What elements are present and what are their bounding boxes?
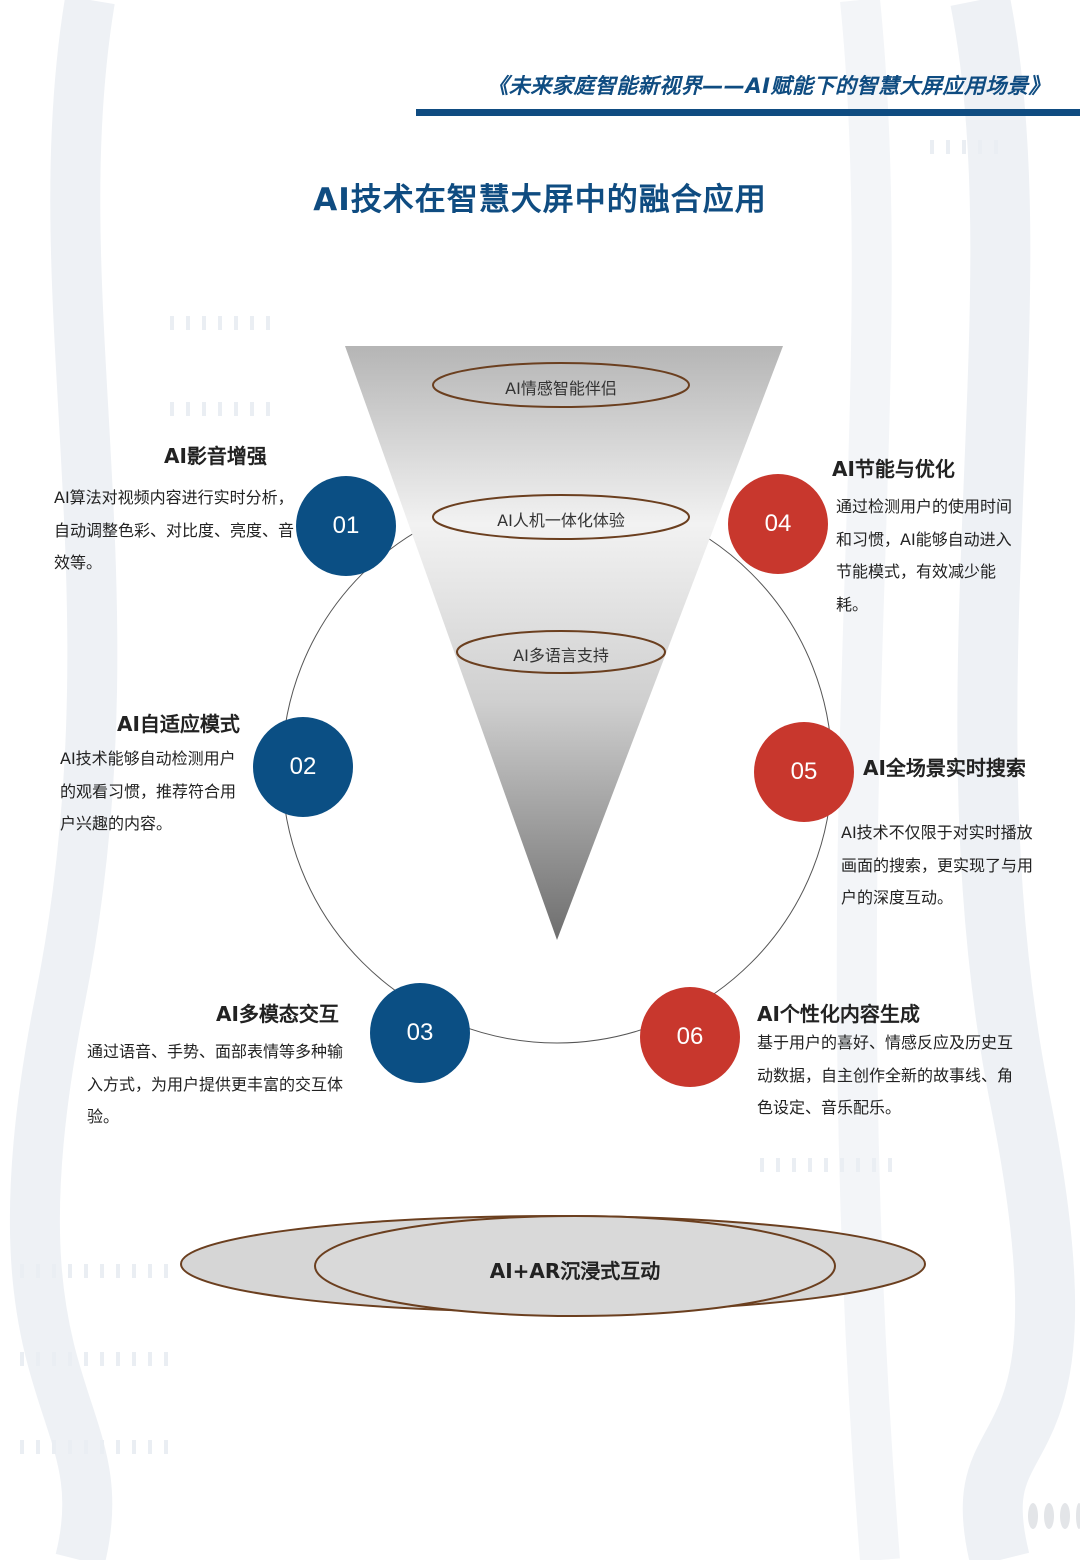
base-disc-inner xyxy=(314,1215,836,1317)
feature-desc-04: 通过检测用户的使用时间和习惯，AI能够自动进入节能模式，有效减少能耗。 xyxy=(836,497,1013,614)
feature-desc-02: AI技术能够自动检测用户的观看习惯，推荐符合用户兴趣的内容。 xyxy=(60,749,237,833)
feature-title-06: AI个性化内容生成 xyxy=(757,1002,920,1026)
feature-number-04: 04 xyxy=(728,474,828,574)
feature-desc-01: AI算法对视频内容进行实时分析，自动调整色彩、对比度、亮度、音效等。 xyxy=(54,488,295,572)
feature-desc-06: 基于用户的喜好、情感反应及历史互动数据，自主创作全新的故事线、角色设定、音乐配乐… xyxy=(757,1033,1014,1117)
funnel-pill-1 xyxy=(432,362,690,408)
funnel-item-1: AI情感智能伴侣 xyxy=(505,379,617,398)
feature-desc-05: AI技术不仅限于对实时播放画面的搜索，更实现了与用户的深度互动。 xyxy=(841,823,1034,907)
funnel-triangle xyxy=(345,346,783,940)
feature-number-01: 01 xyxy=(296,476,396,576)
feature-number-06: 06 xyxy=(640,987,740,1087)
feature-number-02: 02 xyxy=(253,717,353,817)
header-bar xyxy=(416,109,1080,116)
header-title: 《未来家庭智能新视界——AI赋能下的智慧大屏应用场景》 xyxy=(487,74,1050,98)
feature-number-03: 03 xyxy=(370,983,470,1083)
feature-title-02: AI自适应模式 xyxy=(117,712,240,736)
funnel-pill-3 xyxy=(456,630,666,674)
feature-title-01: AI影音增强 xyxy=(164,444,267,468)
feature-title-03: AI多模态交互 xyxy=(216,1002,339,1026)
funnel-pill-2 xyxy=(432,494,690,540)
decorative-dots xyxy=(1028,1503,1080,1529)
feature-title-04: AI节能与优化 xyxy=(832,457,955,481)
funnel-item-2: AI人机一体化体验 xyxy=(497,511,625,530)
main-title: AI技术在智慧大屏中的融合应用 xyxy=(313,182,767,218)
feature-title-05: AI全场景实时搜索 xyxy=(863,756,1026,780)
feature-desc-03: 通过语音、手势、面部表情等多种输入方式，为用户提供更丰富的交互体验。 xyxy=(87,1042,344,1126)
feature-number-05: 05 xyxy=(754,722,854,822)
funnel-item-3: AI多语言支持 xyxy=(513,646,609,665)
base-disc-label: AI+AR沉浸式互动 xyxy=(489,1259,661,1283)
